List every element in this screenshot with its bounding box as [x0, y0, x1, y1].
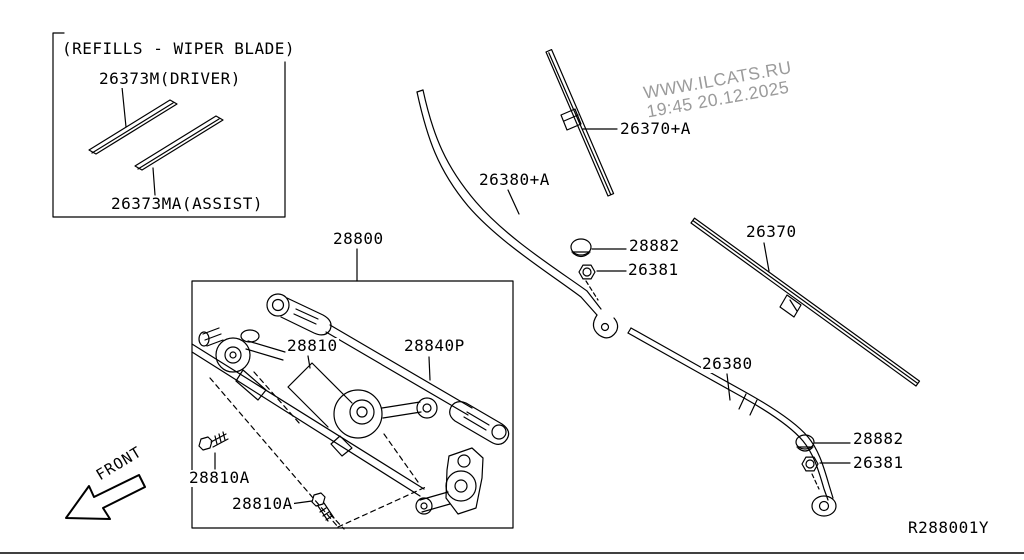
label-assembly: 28800 [332, 229, 385, 248]
right-pivot-drawing [415, 447, 484, 515]
assist-blade-drawing [690, 217, 921, 387]
pivot-cap-1-drawing [570, 238, 627, 258]
label-assist-blade: 26370 [745, 222, 798, 241]
label-assist-refill: 26373MA(ASSIST) [110, 194, 264, 213]
linkage-bars-drawing [191, 343, 425, 497]
label-motor-bolt-2: 28810A [231, 494, 294, 513]
refills-box-title: (REFILLS - WIPER BLADE) [61, 39, 297, 58]
motor-bolt-1-drawing [198, 431, 229, 470]
label-driver-arm: 26380+A [478, 170, 551, 189]
label-wiper-motor: 28810 [286, 336, 339, 355]
pivot-cap-2-drawing [795, 434, 851, 452]
drawing-code: R288001Y [908, 518, 990, 537]
pivot-nut-2-drawing [801, 456, 851, 490]
pivot-nut-1-drawing [578, 264, 627, 301]
assembly-box-outline [191, 248, 514, 529]
label-pivot-nut-2: 26381 [852, 453, 905, 472]
wiper-motor-drawing [287, 355, 438, 457]
assist-refill-blade-drawing [134, 115, 224, 196]
assist-arm-drawing [627, 327, 837, 517]
label-pivot-nut-1: 26381 [627, 260, 680, 279]
label-linkage-rod: 28840P [403, 336, 466, 355]
label-assist-arm: 26380 [701, 354, 754, 373]
front-arrow-icon [65, 474, 146, 520]
left-pivot-drawing [198, 327, 286, 401]
label-motor-bolt-1: 28810A [188, 468, 251, 487]
driver-blade-drawing [545, 49, 618, 197]
driver-arm-drawing [416, 89, 619, 339]
refills-box-outline [52, 32, 286, 218]
label-driver-blade: 26370+A [619, 119, 692, 138]
label-pivot-cap-1: 28882 [628, 236, 681, 255]
driver-refill-blade-drawing [88, 86, 178, 155]
label-pivot-cap-2: 28882 [852, 429, 905, 448]
linkage-rod-drawing [266, 293, 510, 445]
label-driver-refill: 26373M(DRIVER) [98, 69, 242, 88]
